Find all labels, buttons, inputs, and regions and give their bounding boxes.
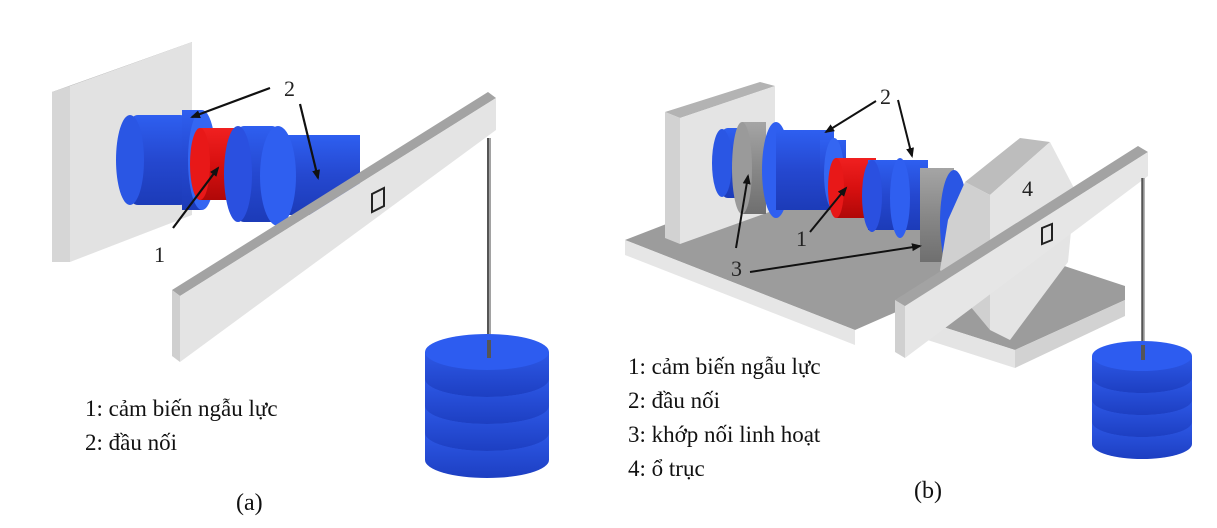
shaft-assembly xyxy=(116,110,360,226)
callout-1: 1 xyxy=(796,226,807,251)
coupling-left xyxy=(732,122,766,214)
sensor-marker xyxy=(1041,222,1053,246)
legend-item: 3: khớp nối linh hoạt xyxy=(628,422,821,447)
wall-support xyxy=(52,42,192,262)
connector-right xyxy=(862,158,928,238)
caption-a: (a) xyxy=(236,490,263,516)
legend-b: 1: cảm biến ngẫu lực 2: đầu nối 3: khớp … xyxy=(628,350,821,486)
legend-item: 1: cảm biến ngẫu lực xyxy=(628,354,821,379)
weight-stack xyxy=(425,334,549,478)
callout-2: 2 xyxy=(284,76,295,101)
callout-3: 3 xyxy=(731,256,742,281)
lever-arm xyxy=(895,146,1148,358)
connector-right xyxy=(224,126,360,226)
panel-a: 2 1 xyxy=(52,42,549,478)
legend-a: 1: cảm biến ngẫu lực 2: đầu nối xyxy=(85,392,278,460)
legend-item: 2: đầu nối xyxy=(628,388,720,413)
weight-stack xyxy=(1092,341,1192,459)
caption-b: (b) xyxy=(914,478,942,504)
callouts-a: 2 1 xyxy=(154,76,320,267)
sensor-marker xyxy=(371,186,385,214)
legend-item: 2: đầu nối xyxy=(85,430,177,455)
callout-1: 1 xyxy=(154,242,165,267)
callouts-b: 2 1 3 xyxy=(731,84,922,281)
callout-2: 2 xyxy=(880,84,891,109)
legend-item: 4: ổ trục xyxy=(628,456,705,481)
legend-item: 1: cảm biến ngẫu lực xyxy=(85,396,278,421)
panel-b: 4 2 1 3 xyxy=(625,82,1192,459)
callout-4: 4 xyxy=(1022,176,1033,201)
lever-arm xyxy=(172,92,496,362)
